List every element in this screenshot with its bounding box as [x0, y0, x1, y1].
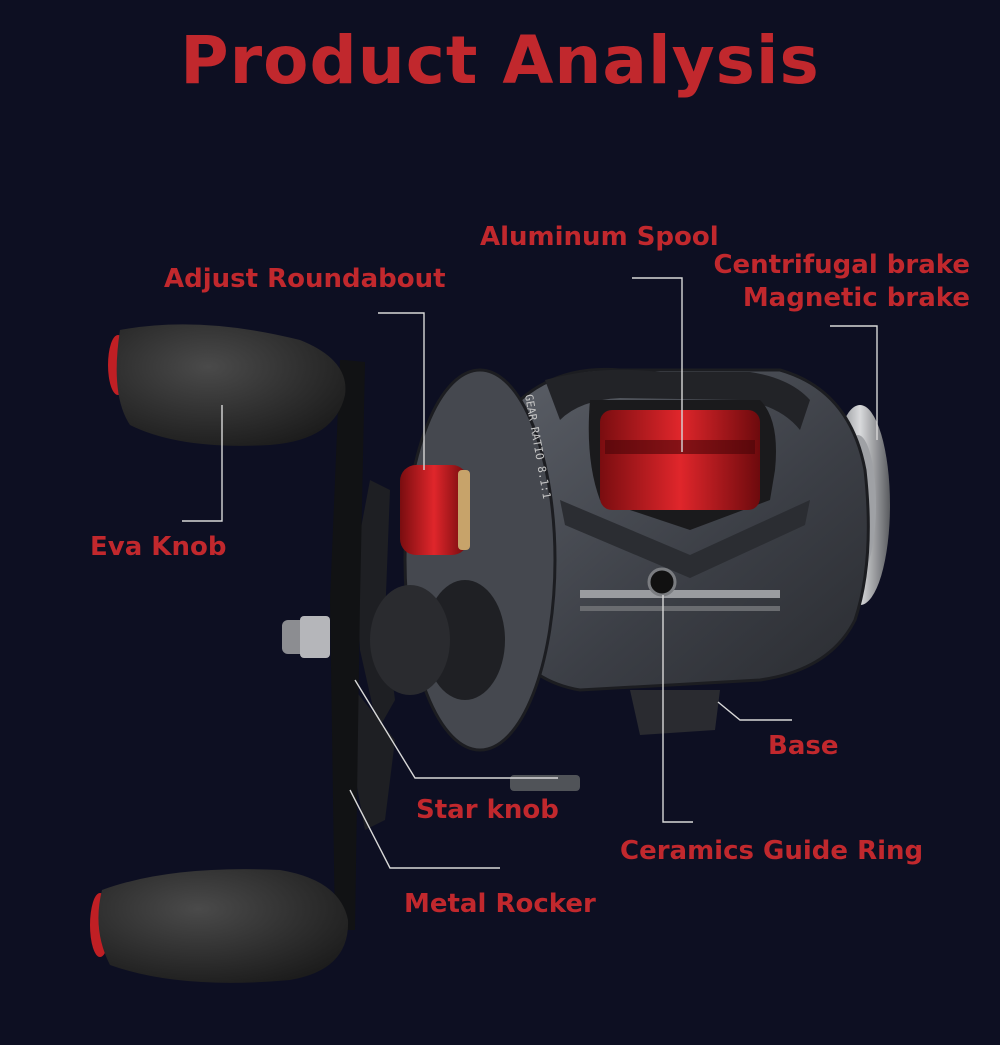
- star-drag: [352, 480, 450, 830]
- leader-adjust-roundabout: [378, 312, 425, 470]
- reel-body: [403, 367, 870, 791]
- leader-brake: [830, 325, 878, 440]
- leader-lines: [182, 277, 878, 869]
- eva-knob-top: [108, 324, 346, 446]
- leader-base: [717, 701, 792, 721]
- label-ceramics-guide-ring: Ceramics Guide Ring: [620, 836, 924, 866]
- adjust-roundabout: [400, 465, 470, 555]
- label-metal-rocker: Metal Rocker: [404, 889, 596, 919]
- label-eva-knob: Eva Knob: [90, 532, 227, 562]
- label-magnetic-brake: Magnetic brake: [742, 283, 970, 313]
- metal-rocker: [282, 360, 365, 930]
- leader-aluminum-spool: [632, 277, 683, 452]
- leader-metal-rocker: [349, 789, 500, 869]
- leader-ceramics-guide-ring: [662, 595, 693, 823]
- label-adjust-roundabout: Adjust Roundabout: [164, 264, 446, 294]
- label-star-knob: Star knob: [416, 795, 559, 825]
- leader-eva-knob: [182, 405, 223, 522]
- eva-knob-bottom: [90, 869, 349, 983]
- page-title: Product Analysis: [180, 22, 820, 99]
- leader-star-knob: [354, 679, 558, 779]
- label-aluminum-spool: Aluminum Spool: [480, 222, 719, 252]
- guide-ring: [647, 567, 677, 597]
- label-base: Base: [768, 731, 839, 761]
- label-centrifugal-brake: Centrifugal brake: [713, 250, 970, 280]
